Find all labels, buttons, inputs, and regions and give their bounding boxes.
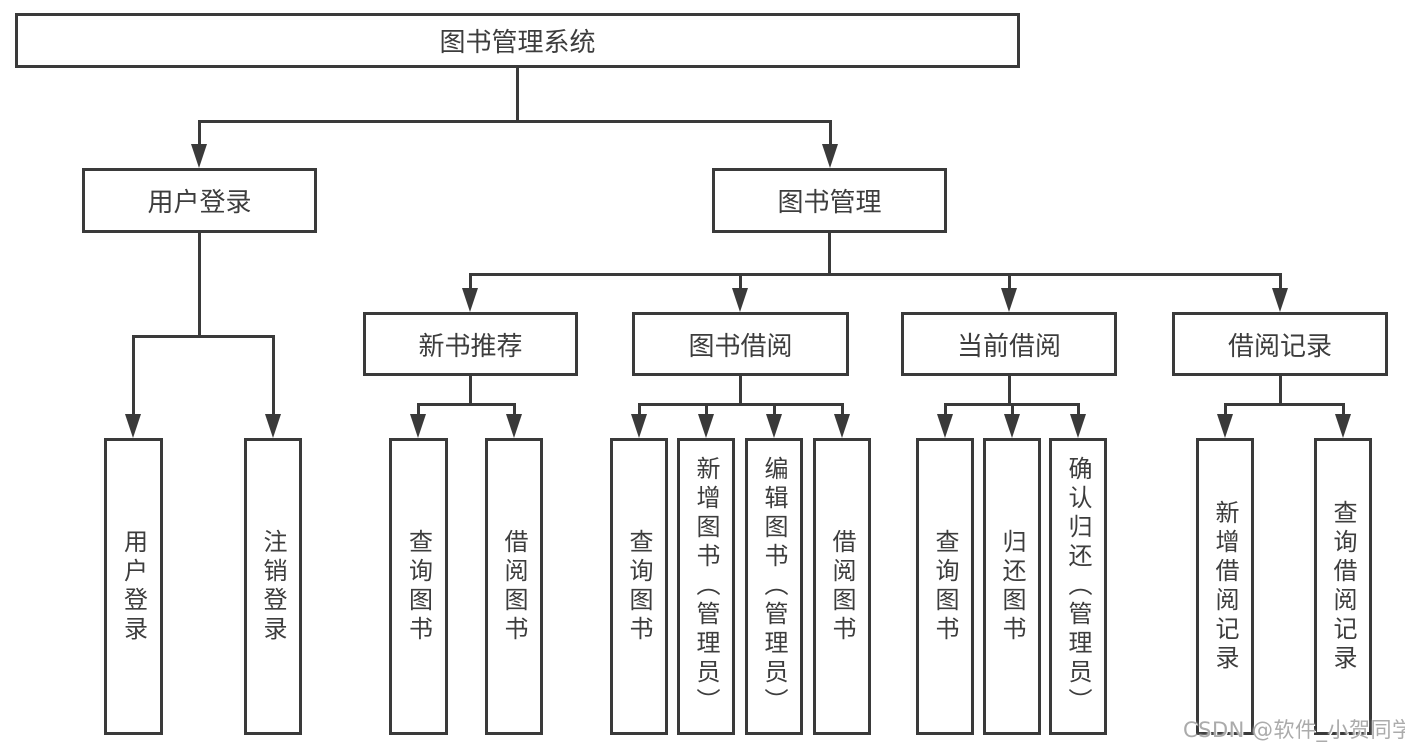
leaf-return-books-label: 归还图书 (998, 528, 1026, 645)
connector-drop-user-login (198, 120, 201, 150)
leaf-query-books-current: 查询图书 (916, 438, 974, 735)
leaf-add-borrow-record-label: 新增借阅记录 (1211, 499, 1239, 674)
arrow-to-add-borrow-record (1217, 414, 1233, 438)
node-book-management-label: 图书管理 (777, 188, 882, 218)
node-library-system: 图书管理系统 (15, 13, 1020, 68)
node-borrow-records: 借阅记录 (1172, 312, 1388, 376)
leaf-borrow-books-borrowing-label: 借阅图书 (828, 528, 856, 645)
connector-drop-add-borrow-record (1224, 403, 1227, 418)
connector-drop-leaf-user-login (132, 335, 135, 420)
connector-root-stem (516, 68, 519, 122)
connector-drop-leaf-logout (272, 335, 275, 420)
node-book-management: 图书管理 (712, 168, 947, 233)
arrow-to-book-borrowing (732, 288, 748, 312)
leaf-query-books-borrowing: 查询图书 (610, 438, 668, 735)
leaf-query-books-current-label: 查询图书 (931, 528, 959, 645)
connector-drop-borrow-books-borrowing (841, 403, 844, 418)
leaf-query-borrow-record: 查询借阅记录 (1314, 438, 1372, 735)
arrow-to-current-borrowing (1001, 288, 1017, 312)
node-new-book-recommend: 新书推荐 (363, 312, 578, 376)
leaf-add-books-admin: 新增图书（管理员） (677, 438, 735, 735)
connector-drop-query-books-recommend (417, 403, 420, 418)
node-current-borrowing: 当前借阅 (901, 312, 1117, 376)
leaf-borrow-books-borrowing: 借阅图书 (813, 438, 871, 735)
leaf-query-books-recommend-label: 查询图书 (404, 528, 433, 645)
connector-user-login-split (132, 335, 275, 338)
node-new-book-recommend-label: 新书推荐 (418, 331, 523, 362)
node-book-borrowing-label: 图书借阅 (688, 331, 793, 362)
leaf-logout-label: 注销登录 (259, 528, 287, 645)
arrow-to-leaf-logout (265, 414, 281, 438)
arrow-to-query-books-borrowing (631, 414, 647, 438)
connector-book-borrowing-stem (739, 376, 742, 405)
leaf-add-borrow-record: 新增借阅记录 (1196, 438, 1254, 735)
node-current-borrowing-label: 当前借阅 (956, 331, 1061, 362)
arrow-to-query-books-current (937, 414, 953, 438)
arrow-to-leaf-user-login (125, 414, 141, 438)
connector-book-management-stem (828, 233, 831, 276)
arrow-to-query-books-recommend (410, 414, 426, 438)
connector-drop-return-books (1011, 403, 1014, 418)
connector-drop-borrow-books-recommend (513, 403, 516, 418)
arrow-to-confirm-return-admin (1070, 414, 1086, 438)
arrow-to-edit-books-admin (766, 414, 782, 438)
leaf-edit-books-admin-label: 编辑图书（管理员） (760, 456, 788, 717)
arrow-to-borrow-books-borrowing (834, 414, 850, 438)
leaf-return-books: 归还图书 (983, 438, 1041, 735)
arrow-to-add-books-admin (698, 414, 714, 438)
leaf-borrow-books-recommend-label: 借阅图书 (500, 528, 528, 645)
connector-drop-book-borrowing (739, 273, 742, 291)
connector-borrow-records-stem (1279, 376, 1282, 405)
arrow-to-new-book-recommend (462, 288, 478, 312)
connector-root-split (198, 120, 832, 123)
leaf-query-books-recommend: 查询图书 (389, 438, 448, 735)
node-user-login-label: 用户登录 (147, 188, 252, 218)
connector-drop-edit-books-admin (773, 403, 776, 418)
connector-drop-borrow-records (1279, 273, 1282, 291)
connector-book-borrowing-split (638, 403, 843, 406)
connector-drop-confirm-return-admin (1077, 403, 1080, 418)
arrow-to-borrow-books-recommend (506, 414, 522, 438)
arrow-to-user-login (191, 144, 207, 168)
csdn-watermark: CSDN @软件_小贺同学 (1183, 718, 1405, 742)
connector-current-borrowing-stem (1008, 376, 1011, 405)
leaf-user-login: 用户登录 (104, 438, 163, 735)
leaf-edit-books-admin: 编辑图书（管理员） (745, 438, 803, 735)
connector-drop-query-books-borrowing (638, 403, 641, 418)
connector-drop-book-management (829, 120, 832, 150)
leaf-borrow-books-recommend: 借阅图书 (485, 438, 543, 735)
node-borrow-records-label: 借阅记录 (1227, 331, 1332, 362)
leaf-user-login-label: 用户登录 (119, 528, 148, 645)
connector-borrow-records-split (1224, 403, 1344, 406)
leaf-logout: 注销登录 (244, 438, 302, 735)
leaf-query-borrow-record-label: 查询借阅记录 (1329, 499, 1357, 674)
connector-new-book-recommend-split (417, 403, 516, 406)
connector-user-login-stem (198, 233, 201, 338)
connector-drop-query-books-current (944, 403, 947, 418)
arrow-to-book-management (822, 144, 838, 168)
connector-new-book-recommend-stem (469, 376, 472, 405)
leaf-query-books-borrowing-label: 查询图书 (625, 528, 653, 645)
node-book-borrowing: 图书借阅 (632, 312, 849, 376)
arrow-to-borrow-records (1272, 288, 1288, 312)
leaf-confirm-return-admin-label: 确认归还（管理员） (1064, 456, 1092, 717)
node-library-system-label: 图书管理系统 (439, 28, 596, 58)
connector-book-management-split (470, 273, 1282, 276)
leaf-add-books-admin-label: 新增图书（管理员） (692, 456, 720, 717)
connector-drop-query-borrow-record (1342, 403, 1345, 418)
arrow-to-return-books (1004, 414, 1020, 438)
node-user-login: 用户登录 (82, 168, 317, 233)
connector-drop-new-book-recommend (469, 273, 472, 291)
connector-drop-add-books-admin (705, 403, 708, 418)
arrow-to-query-borrow-record (1335, 414, 1351, 438)
leaf-confirm-return-admin: 确认归还（管理员） (1049, 438, 1107, 735)
connector-drop-current-borrowing (1008, 273, 1011, 291)
